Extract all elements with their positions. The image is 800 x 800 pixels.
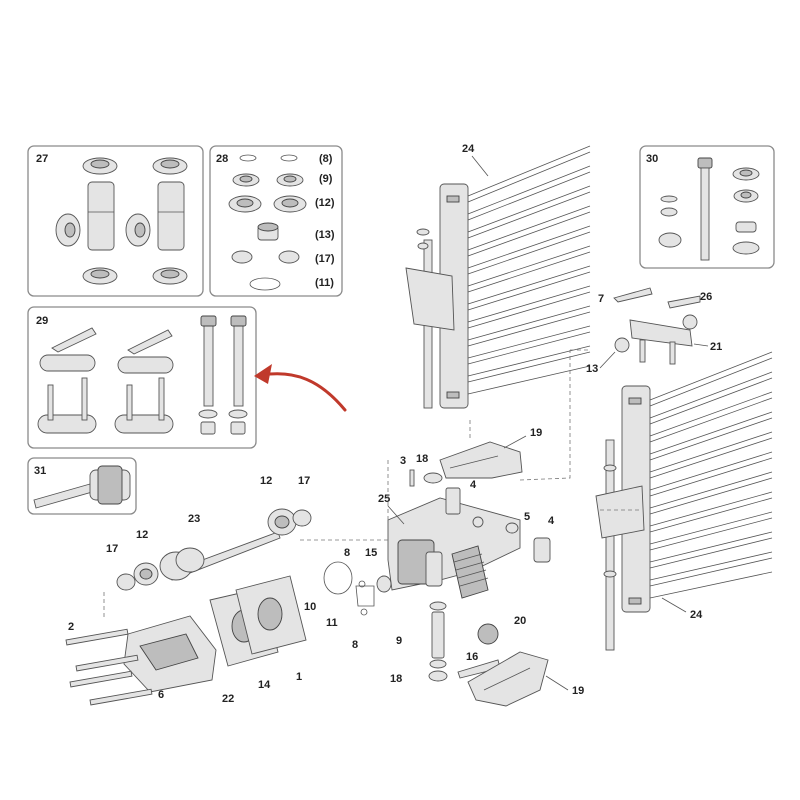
- mounting-flange-22: [123, 575, 307, 693]
- cover-19-upper: [439, 441, 523, 479]
- label-29: 29: [36, 315, 48, 327]
- label-4-right: 4: [548, 515, 555, 527]
- label-24-upper: 24: [462, 143, 475, 155]
- label-23: 23: [188, 513, 200, 525]
- label-11: 11: [326, 617, 338, 629]
- highlight-arrow: [260, 372, 347, 412]
- label-2: 2: [68, 621, 74, 633]
- label-13: 13: [586, 363, 598, 375]
- highlight-arrow-head: [254, 364, 272, 384]
- label-8-kit: (8): [319, 153, 333, 165]
- label-26: 26: [700, 291, 712, 303]
- label-10: 10: [304, 601, 316, 613]
- label-28: 28: [216, 153, 228, 165]
- label-13-kit: (13): [315, 229, 335, 241]
- label-1: 1: [296, 671, 302, 683]
- cover-19-lower: [467, 651, 549, 707]
- label-27: 27: [36, 153, 48, 165]
- label-17-right: 17: [298, 475, 310, 487]
- label-18-lower: 18: [390, 673, 402, 685]
- tine-comb-upper: [405, 145, 591, 409]
- label-19-upper: 19: [530, 427, 542, 439]
- label-8-upper: 8: [344, 547, 350, 559]
- label-14: 14: [258, 679, 271, 691]
- label-3: 3: [400, 455, 406, 467]
- label-20: 20: [514, 615, 526, 627]
- label-11-kit: (11): [315, 277, 334, 289]
- label-12-right: 12: [260, 475, 272, 487]
- drive-shaft-23: [116, 508, 312, 591]
- inset-box-28: 28 (8) (9) (12) (13) (17) (11): [209, 145, 343, 297]
- label-4-upper: 4: [470, 479, 477, 491]
- label-25: 25: [378, 493, 390, 505]
- label-12-kit: (12): [315, 197, 335, 209]
- inset-box-27: 27: [27, 145, 204, 297]
- label-5: 5: [524, 511, 530, 523]
- label-8-lower: 8: [352, 639, 358, 651]
- label-9-kit: (9): [319, 173, 333, 185]
- inset-box-30: 30: [639, 145, 775, 269]
- label-24-lower: 24: [690, 609, 703, 621]
- label-30: 30: [646, 153, 658, 165]
- inset-box-29: 29: [27, 306, 257, 449]
- label-12-left: 12: [136, 529, 148, 541]
- label-6: 6: [158, 689, 164, 701]
- label-15: 15: [365, 547, 377, 559]
- gearbox-housing-25: [387, 487, 551, 599]
- inset-box-31: 31: [27, 457, 137, 515]
- label-17-kit: (17): [315, 253, 335, 265]
- label-18-upper: 18: [416, 453, 428, 465]
- label-22: 22: [222, 693, 234, 705]
- tine-comb-lower: [595, 351, 773, 651]
- label-9: 9: [396, 635, 402, 647]
- label-19-lower: 19: [572, 685, 584, 697]
- label-16: 16: [466, 651, 478, 663]
- label-7: 7: [598, 293, 604, 305]
- label-17-left: 17: [106, 543, 118, 555]
- bracket-21-group: [613, 287, 701, 365]
- label-31: 31: [34, 465, 46, 477]
- label-21: 21: [710, 341, 722, 353]
